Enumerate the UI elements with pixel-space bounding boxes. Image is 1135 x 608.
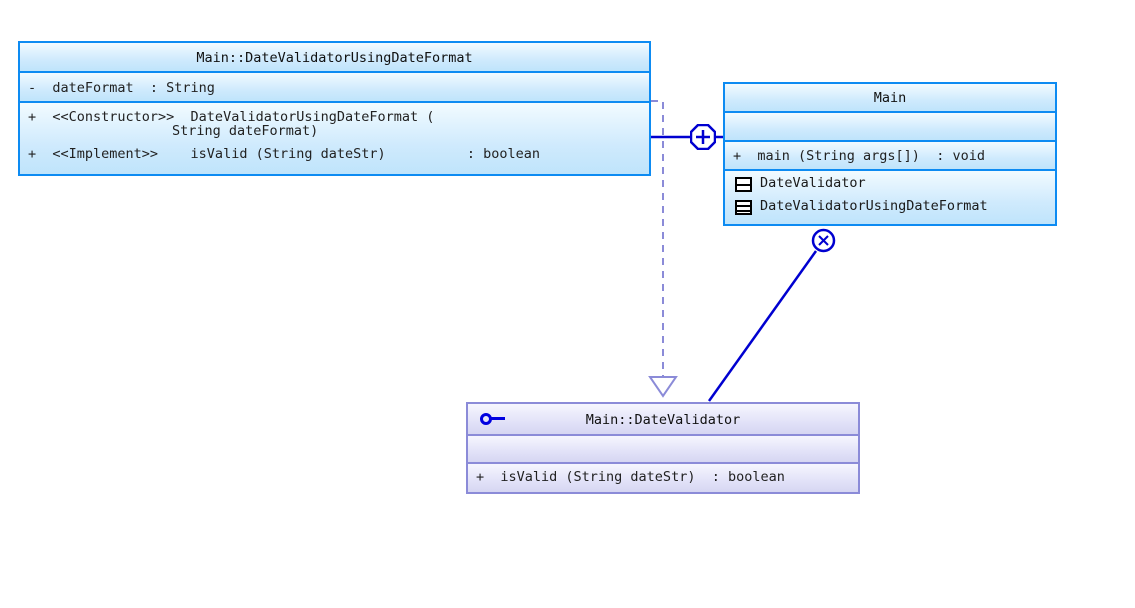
interface-box-date-validator[interactable]: Main::DateValidator + isValid (String da…	[466, 402, 860, 494]
operation-row-main: + main (String args[]) : void	[733, 148, 985, 164]
operation-row-constructor-continued: String dateFormat)	[172, 123, 319, 139]
inner-type-date-validator[interactable]: DateValidator	[735, 173, 866, 195]
interface-attributes-section	[468, 436, 858, 464]
usage-x-badge-icon[interactable]	[811, 228, 836, 253]
class-operations-section: + main (String args[]) : void	[725, 142, 1055, 171]
class-title-section: Main::DateValidatorUsingDateFormat	[20, 43, 649, 73]
usage-connector[interactable]	[707, 250, 818, 402]
operation-row-is-valid: + isValid (String dateStr) : boolean	[476, 469, 785, 485]
attribute-row: - dateFormat : String	[28, 80, 215, 96]
class-title: Main	[873, 90, 907, 106]
class-title: Main::DateValidatorUsingDateFormat	[196, 50, 473, 66]
class-attributes-section	[725, 113, 1055, 142]
class-grid-icon	[735, 199, 752, 215]
class-attributes-section: - dateFormat : String	[20, 73, 649, 103]
class-box-main[interactable]: Main + main (String args[]) : void DateV…	[723, 82, 1057, 226]
class-box-date-validator-using-date-format[interactable]: Main::DateValidatorUsingDateFormat - dat…	[18, 41, 651, 176]
interface-title: Main::DateValidator	[585, 412, 741, 428]
class-inner-types-section: DateValidator DateValidatorUsingDateForm…	[725, 171, 1055, 224]
interface-lollipop-icon	[480, 413, 512, 427]
inner-type-date-validator-using-date-format[interactable]: DateValidatorUsingDateFormat	[735, 196, 988, 218]
interface-title-section: Main::DateValidator	[468, 404, 858, 436]
class-title-section: Main	[725, 84, 1055, 113]
nesting-plus-badge-icon[interactable]	[689, 123, 717, 151]
interface-operations-section: + isValid (String dateStr) : boolean	[468, 464, 858, 492]
interface-grid-icon	[735, 176, 752, 192]
realization-connector[interactable]	[648, 100, 678, 398]
inner-type-label: DateValidatorUsingDateFormat	[760, 198, 988, 215]
inner-type-label: DateValidator	[760, 175, 866, 192]
operation-row-constructor: + <<Constructor>> DateValidatorUsingDate…	[28, 109, 435, 125]
operation-row-is-valid: + <<Implement>> isValid (String dateStr)…	[28, 146, 541, 162]
class-operations-section: + <<Constructor>> DateValidatorUsingDate…	[20, 103, 649, 174]
